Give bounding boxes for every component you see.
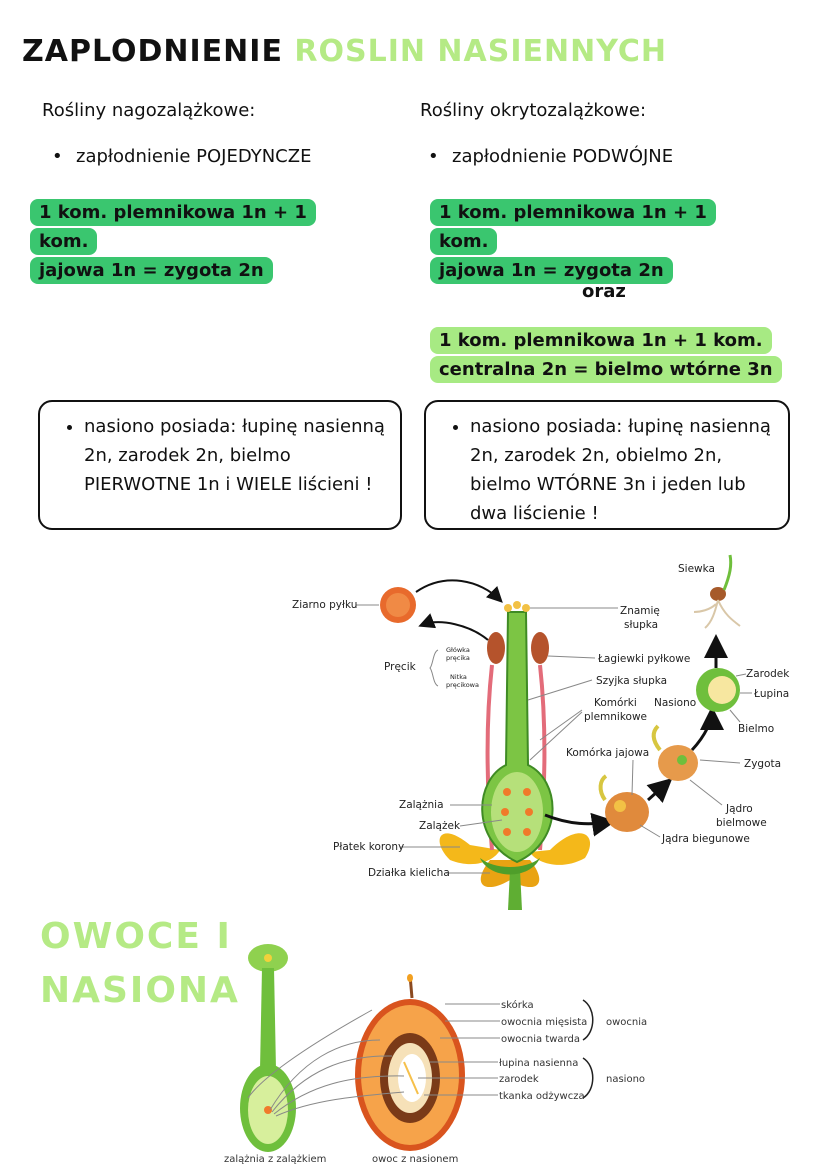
label-precik: Pręcik	[384, 661, 417, 673]
anther-icon	[487, 632, 505, 664]
right-highlight-line1: 1 kom. plemnikowa 1n + 1 kom.	[430, 199, 716, 255]
label-zygota: Zygota	[744, 758, 781, 770]
label-nitka-1: Nitka	[450, 673, 467, 681]
left-bullet: zapłodnienie POJEDYNCZE	[52, 146, 311, 167]
label-platek: Płatek korony	[333, 841, 404, 853]
label-zarodek-2: zarodek	[499, 1074, 539, 1085]
arrow-icon	[690, 706, 724, 752]
left-highlight-line1: 1 kom. plemnikowa 1n + 1 kom.	[30, 199, 316, 255]
right-card: nasiono posiada: łupinę nasienną 2n, zar…	[424, 400, 790, 530]
right-card-text: nasiono posiada: łupinę nasienną 2n, zar…	[470, 412, 774, 528]
title-part1: ZAPLODNIENIE	[22, 34, 283, 69]
label-nasiono-2: nasiono	[606, 1074, 645, 1085]
label-jadro-1: Jądro	[725, 803, 753, 815]
label-nitka-2: pręcikowa	[446, 681, 479, 689]
ovary-icon	[491, 772, 543, 852]
page-title: ZAPLODNIENIE ROSLIN NASIENNYCH	[22, 34, 667, 69]
label-znamie-1: Znamię	[620, 605, 660, 617]
anther-icon	[531, 632, 549, 664]
label-miesista: owocnia mięsista	[501, 1017, 587, 1028]
label-zalaznia-zalazek: zalążnia z zalążkiem	[224, 1154, 326, 1165]
ovule-icon	[501, 788, 533, 836]
right-bullet: zapłodnienie PODWÓJNE	[428, 146, 673, 167]
oraz-label: oraz	[582, 281, 626, 302]
label-jadra: Jądra biegunowe	[661, 833, 750, 845]
ovary-icon	[240, 944, 296, 1152]
label-znamie-2: słupka	[624, 619, 658, 631]
left-highlight-line2: jajowa 1n = zygota 2n	[30, 257, 273, 284]
seed-icon	[696, 668, 740, 712]
left-heading: Rośliny nagozalążkowe:	[42, 100, 256, 121]
fruit-icon	[355, 974, 465, 1151]
right-highlight2-line1: 1 kom. plemnikowa 1n + 1 kom.	[430, 327, 772, 354]
section-heading-line2: NASIONA	[40, 970, 240, 1011]
label-komorki-1: Komórki	[594, 697, 637, 709]
section-heading-owoce: OWOCE I NASIONA	[40, 910, 240, 1018]
label-bielmo: Bielmo	[738, 723, 774, 735]
left-card-text: nasiono posiada: łupinę nasienną 2n, zar…	[84, 412, 386, 499]
label-komorki-2: plemnikowe	[584, 711, 647, 723]
right-highlight: 1 kom. plemnikowa 1n + 1 kom. jajowa 1n …	[430, 198, 770, 285]
label-owoc: owoc z nasionem	[372, 1154, 458, 1165]
label-dzialka: Działka kielicha	[368, 867, 450, 879]
label-lagiewki: Łagiewki pyłkowe	[597, 653, 690, 665]
label-zalaznia: Zalążnia	[399, 799, 444, 811]
pollen-grain-icon	[380, 587, 416, 623]
label-ziarno: Ziarno pyłku	[292, 599, 357, 611]
label-glowka-1: Główka	[446, 646, 470, 654]
stem-icon	[508, 870, 522, 910]
label-lupina: Łupina	[753, 688, 789, 700]
label-zalazek: Zalążek	[419, 820, 461, 832]
label-nasiono: Nasiono	[654, 697, 696, 709]
label-szyjka: Szyjka słupka	[596, 675, 667, 687]
arrow-icon	[544, 812, 616, 837]
label-jajowa: Komórka jajowa	[566, 747, 649, 759]
right-highlight2-line2: centralna 2n = bielmo wtórne 3n	[430, 356, 782, 383]
fertilization-diagram: Ziarno pyłku Pręcik Główka pręcika Nitka…	[292, 554, 790, 910]
seedling-icon	[693, 554, 741, 629]
left-highlight: 1 kom. plemnikowa 1n + 1 kom. jajowa 1n …	[30, 198, 370, 285]
fruit-diagram: skórka owocnia mięsista owocnia twarda o…	[224, 944, 647, 1165]
label-lupina-nasienna: łupina nasienna	[499, 1058, 578, 1069]
arrow-icon	[418, 613, 489, 641]
label-glowka-2: pręcika	[446, 654, 470, 662]
stigma-icon	[504, 601, 530, 612]
ovule-stage-icon	[598, 774, 649, 832]
label-twarda: owocnia twarda	[501, 1034, 580, 1045]
left-card: nasiono posiada: łupinę nasienną 2n, zar…	[38, 400, 402, 530]
arrow-icon	[646, 777, 673, 803]
sepal-icon	[480, 858, 540, 875]
zygote-icon	[651, 724, 698, 781]
label-jadro-2: bielmowe	[716, 817, 767, 829]
label-zarodek: Zarodek	[746, 668, 790, 680]
label-siewka: Siewka	[678, 563, 715, 575]
right-heading: Rośliny okrytozalążkowe:	[420, 100, 647, 121]
label-tkanka: tkanka odżywcza	[499, 1091, 585, 1102]
section-heading-line1: OWOCE I	[40, 916, 232, 957]
label-owocnia: owocnia	[606, 1017, 647, 1028]
right-highlight-2: 1 kom. plemnikowa 1n + 1 kom. centralna …	[430, 326, 790, 384]
arrow-icon	[415, 579, 503, 603]
label-skorka: skórka	[501, 999, 534, 1011]
title-part2: ROSLIN NASIENNYCH	[294, 34, 668, 69]
right-highlight-line2: jajowa 1n = zygota 2n	[430, 257, 673, 284]
